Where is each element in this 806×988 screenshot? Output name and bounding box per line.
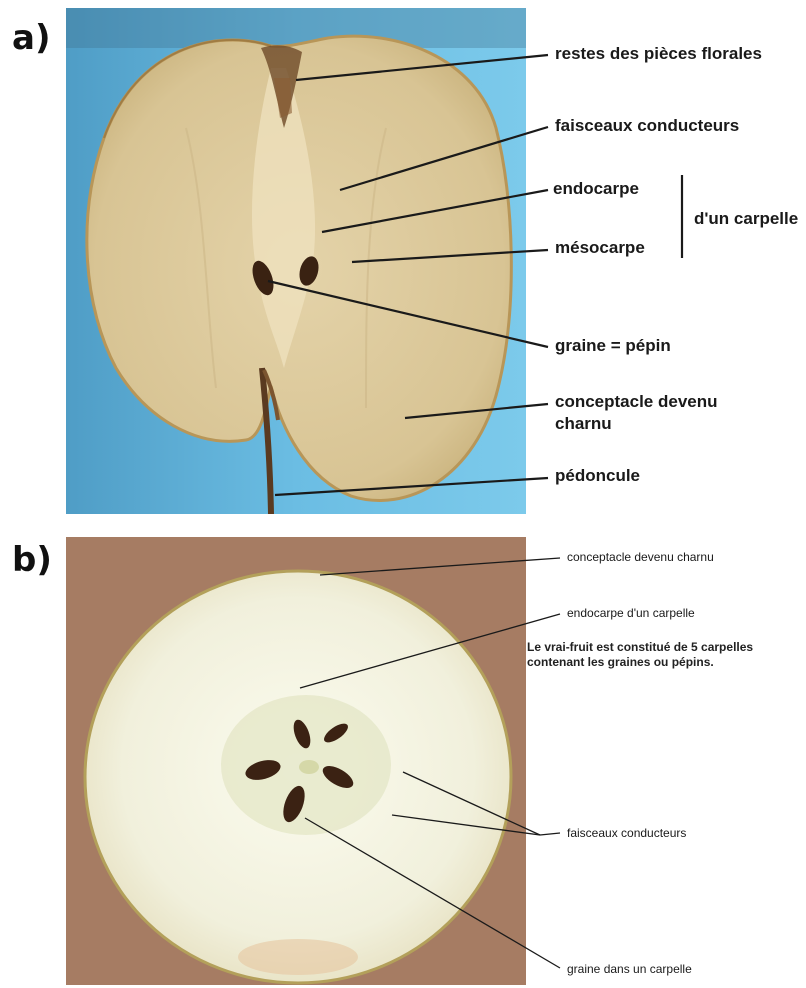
label-graine-pepin: graine = pépin (555, 336, 671, 356)
apple-longitudinal-section-photo (66, 8, 526, 514)
label-conceptacle-devenu-charnu-b: conceptacle devenu charnu (567, 550, 714, 564)
label-restes-pieces-florales: restes des pièces florales (555, 44, 762, 64)
label-mesocarpe: mésocarpe (555, 238, 645, 258)
label-endocarpe-carpelle-b: endocarpe d'un carpelle (567, 606, 695, 620)
label-graine-dans-carpelle: graine dans un carpelle (567, 962, 692, 976)
label-conceptacle-line2: charnu (555, 414, 612, 434)
apple-cross-section-photo (66, 537, 526, 985)
label-faisceaux-conducteurs-b: faisceaux conducteurs (567, 826, 686, 840)
panel-a-letter: a) (12, 18, 50, 58)
panel-b-letter: b) (12, 540, 52, 580)
label-endocarpe: endocarpe (553, 179, 639, 199)
label-faisceaux-conducteurs-a: faisceaux conducteurs (555, 116, 739, 136)
label-d-un-carpelle: d'un carpelle (694, 209, 798, 229)
label-conceptacle-line1: conceptacle devenu (555, 392, 718, 412)
label-pedoncule: pédoncule (555, 466, 640, 486)
note-vrai-fruit: Le vrai-fruit est constitué de 5 carpell… (527, 640, 753, 670)
leader-faisceaux-b3 (540, 833, 560, 835)
